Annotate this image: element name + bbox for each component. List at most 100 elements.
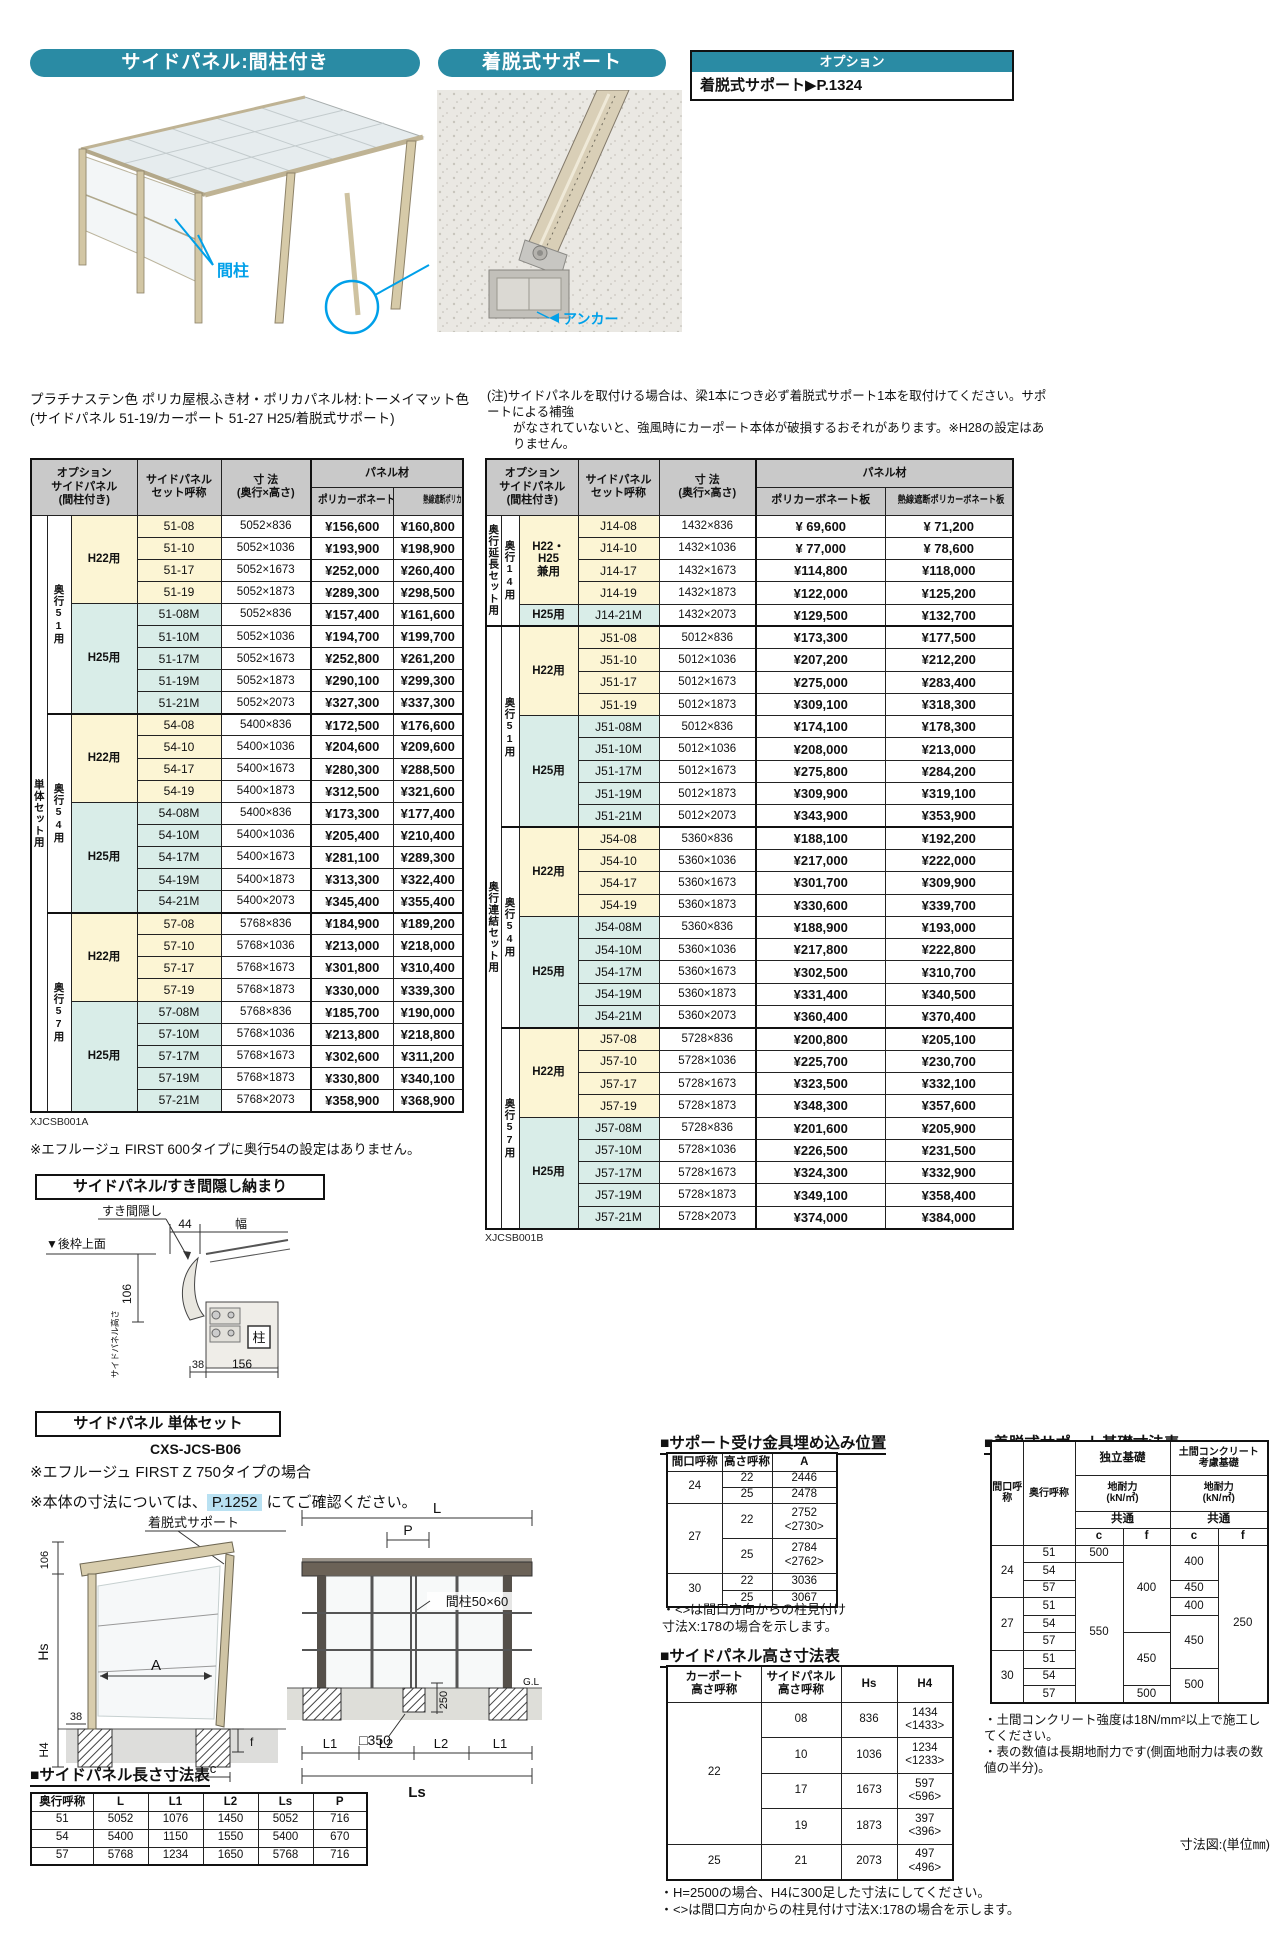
tantai-note2: ※本体の寸法については、P.1252 にてご確認ください。	[30, 1491, 417, 1512]
dim-p: P	[403, 1522, 412, 1538]
price-polycarbonate-cell: ¥360,400	[755, 1005, 886, 1029]
cell: 500	[1122, 1685, 1171, 1704]
dimension-cell: 5400×836	[220, 712, 312, 737]
height-class-label: H25用	[518, 1116, 579, 1230]
cell: 27	[990, 1597, 1024, 1652]
cell: 1234<1233>	[896, 1737, 954, 1774]
price-heat-block-cell: ¥289,300	[392, 845, 464, 870]
price-heat-block-cell: ¥192,200	[884, 826, 1014, 850]
dim-h4: H4	[37, 1742, 51, 1758]
sukima-label: すき間隠し	[102, 1204, 162, 1218]
height-class-label: H22用	[70, 514, 138, 604]
cell: 716	[312, 1846, 368, 1866]
price-heat-block-cell: ¥190,000	[392, 1000, 464, 1024]
cell: 51	[1022, 1650, 1076, 1669]
price-polycarbonate-cell: ¥348,300	[755, 1094, 886, 1118]
dimension-cell: 5768×1036	[220, 1022, 312, 1046]
set-name-cell: J54-08M	[577, 915, 660, 940]
set-name-cell: J57-10	[577, 1049, 660, 1073]
polycarbonate-header: ポリカーボネート板	[310, 486, 394, 516]
price-polycarbonate-cell: ¥ 69,600	[755, 514, 886, 538]
cell: Ls	[257, 1792, 314, 1812]
dimension-cell: 5360×1673	[658, 960, 757, 984]
set-name-cell: 57-08	[136, 911, 222, 936]
price-polycarbonate-cell: ¥156,600	[310, 514, 394, 538]
tantai-section-title: サイドパネル 単体セット	[35, 1411, 281, 1437]
cell: 共通	[1169, 1510, 1269, 1529]
height-class-label: H25用	[518, 715, 579, 828]
cell: 550	[1074, 1562, 1124, 1704]
tantai-note2-post: にてご確認ください。	[262, 1494, 417, 1511]
dim-156: 156	[232, 1357, 252, 1371]
set-name-cell: 54-19M	[136, 867, 222, 892]
set-name-cell: J51-21M	[577, 804, 660, 828]
price-polycarbonate-cell: ¥172,500	[310, 712, 394, 737]
cell: 2784<2762>	[771, 1537, 838, 1574]
dim-l2b: L2	[434, 1736, 448, 1751]
tantai-note2-pre: ※本体の寸法については、	[30, 1494, 207, 1511]
anchor-support-photo: アンカー	[437, 90, 682, 332]
set-name-cell: J14-08	[577, 514, 660, 538]
price-heat-block-cell: ¥ 78,600	[884, 536, 1014, 561]
price-heat-block-cell: ¥311,200	[392, 1044, 464, 1068]
price-heat-block-cell: ¥384,000	[884, 1205, 1014, 1230]
dim-a: A	[151, 1657, 161, 1674]
set-name-cell: 57-17M	[136, 1044, 222, 1068]
tantai-model-code: CXS-JCS-B06	[150, 1441, 242, 1457]
cell: 450	[1122, 1632, 1171, 1687]
width-label: 幅	[235, 1216, 247, 1231]
dimension-cell: 5052×1873	[220, 580, 312, 604]
price-polycarbonate-cell: ¥324,300	[755, 1161, 886, 1185]
dimension-cell: 5012×836	[658, 715, 757, 739]
dimension-cell: 5768×1873	[220, 1066, 312, 1090]
price-polycarbonate-cell: ¥289,300	[310, 580, 394, 604]
dimension-cell: 5360×1873	[658, 893, 757, 917]
price-heat-block-cell: ¥193,000	[884, 915, 1014, 940]
cell: 22	[721, 1572, 773, 1591]
price-heat-block-cell: ¥340,100	[392, 1066, 464, 1090]
height-class-label: H25用	[518, 915, 579, 1029]
set-name-cell: 57-10M	[136, 1022, 222, 1046]
cell: サイドパネル高さ呼称	[760, 1665, 842, 1703]
set-name-cell: 51-10M	[136, 624, 222, 649]
cell: 共通	[1074, 1510, 1171, 1529]
dimension-header: 寸 法(奥行×高さ)	[658, 458, 757, 516]
price-heat-block-cell: ¥319,100	[884, 782, 1014, 806]
dim-c: c	[210, 1761, 217, 1776]
set-name-cell: 51-17M	[136, 647, 222, 671]
dimension-cell: 5052×836	[220, 514, 312, 538]
set-name-cell: J54-10M	[577, 938, 660, 962]
dim-l: L	[433, 1500, 441, 1517]
cell: 27	[666, 1502, 723, 1574]
cell: 土間コンクリート考慮基礎	[1169, 1440, 1269, 1476]
option-box: オプション 着脱式サポート▶P.1324	[690, 50, 1014, 101]
price-heat-block-cell: ¥178,300	[884, 715, 1014, 739]
cell: c	[1169, 1527, 1219, 1546]
cell: 400	[1122, 1544, 1171, 1634]
price-polycarbonate-cell: ¥213,800	[310, 1022, 394, 1046]
cell: 51	[30, 1810, 94, 1830]
front-view-diagram: L P 間柱50×60 G.L 250 □350	[287, 1500, 542, 1801]
dimension-cell: 5728×1673	[658, 1161, 757, 1185]
price-heat-block-cell: ¥213,000	[884, 737, 1014, 761]
table-a-footnote: ※エフルージュ FIRST 600タイプに奥行54の設定はありません。	[30, 1142, 421, 1157]
sukima-section-title: サイドパネル/すき間隠し納まり	[35, 1174, 325, 1200]
price-heat-block-cell: ¥205,900	[884, 1116, 1014, 1140]
carport-illustration: 間柱	[78, 95, 430, 335]
dimension-cell: 5728×1873	[658, 1183, 757, 1207]
cell: 400	[1169, 1597, 1219, 1616]
dimension-cell: 5400×1873	[220, 779, 312, 803]
dimension-cell: 5012×1036	[658, 648, 757, 672]
price-polycarbonate-cell: ¥330,800	[310, 1066, 394, 1090]
cell: 2752<2730>	[771, 1502, 838, 1539]
dimension-cell: 5400×2073	[220, 890, 312, 914]
dimension-cell: 5400×1673	[220, 757, 312, 781]
panel-material-header: パネル材	[755, 458, 1014, 488]
cell: 54	[1022, 1667, 1076, 1687]
cell: 22	[666, 1701, 762, 1845]
price-polycarbonate-cell: ¥217,000	[755, 848, 886, 873]
price-polycarbonate-cell: ¥114,800	[755, 559, 886, 583]
cell: 51	[1022, 1544, 1076, 1564]
cell: 地耐力(kN/㎡)	[1169, 1474, 1269, 1512]
